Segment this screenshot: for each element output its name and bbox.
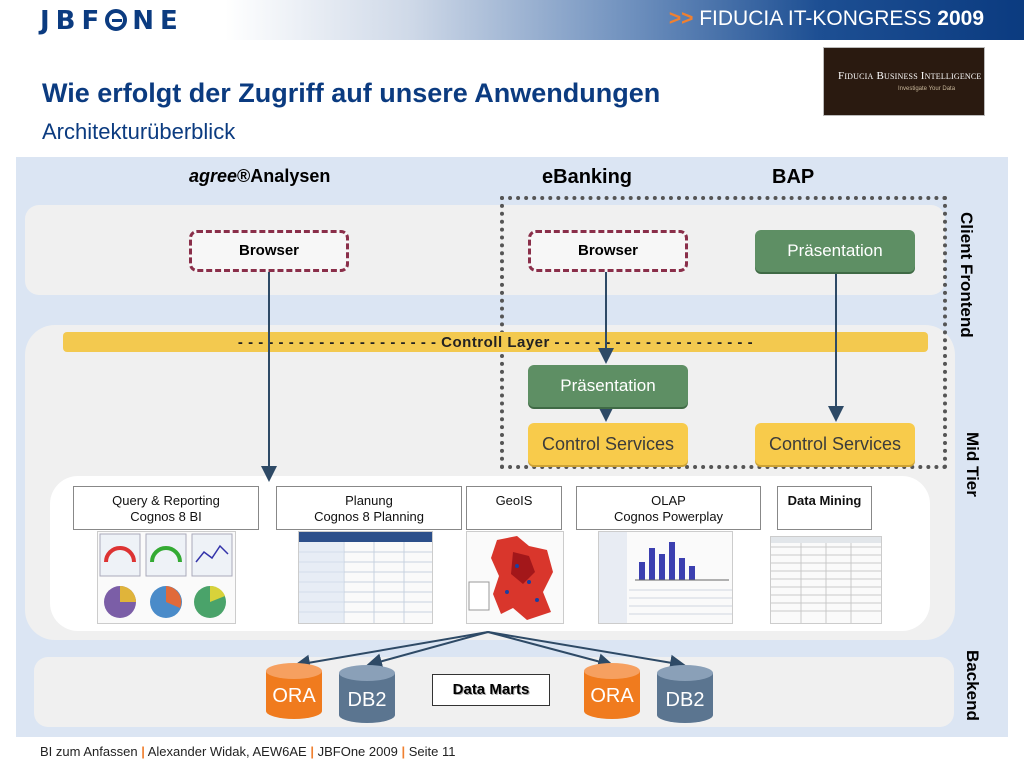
tool-label-line2: Cognos Powerplay xyxy=(613,509,724,524)
tool-data-mining: Data Mining xyxy=(777,486,872,530)
arrow-to-ora-1 xyxy=(294,631,489,671)
geois-map-screenshot xyxy=(466,531,564,624)
planung-screenshot xyxy=(298,531,433,624)
dashboard-thumbnail xyxy=(99,533,233,618)
browser-box-ebanking: Browser xyxy=(528,230,688,272)
db2-cylinder-1 xyxy=(339,665,395,723)
tier-label-backend: Backend xyxy=(963,650,982,721)
tool-label-line1: Planung xyxy=(345,493,393,508)
fbi-logo-text: Fiducia Business Intelligence xyxy=(838,70,982,82)
query-reporting-screenshot xyxy=(97,531,236,624)
praesentation-box-bap: Präsentation xyxy=(755,230,915,272)
arrow-to-db2-2 xyxy=(487,631,686,671)
logo-o-glyph xyxy=(105,9,128,31)
footer-page: Seite 11 xyxy=(408,744,456,759)
control-services-box-ebanking: Control Services xyxy=(528,423,688,465)
data-mining-table-thumbnail xyxy=(771,537,881,623)
tool-label-line2: Cognos 8 Planning xyxy=(314,509,424,524)
data-marts-label: Data Marts xyxy=(432,674,550,706)
ora-cylinder-1 xyxy=(266,663,322,719)
page-title: Wie erfolgt der Zugriff auf unsere Anwen… xyxy=(42,78,661,108)
tool-label-line1: OLAP xyxy=(651,493,686,508)
footer-event: JBFOne 2009 xyxy=(317,744,398,759)
congress-arrows: >> xyxy=(668,7,694,30)
ora-cylinder-2 xyxy=(584,663,640,719)
tool-olap: OLAP Cognos Powerplay xyxy=(576,486,761,530)
map-thumbnail xyxy=(468,536,553,620)
tier-label-client: Client Frontend xyxy=(957,212,976,338)
footer-separator: | xyxy=(141,744,145,759)
section-bap: BAP xyxy=(772,166,815,188)
ora-label-2: ORA xyxy=(590,685,634,707)
fbi-logo-tagline: Investigate Your Data xyxy=(898,86,956,92)
tool-label-line1: Data Mining xyxy=(787,493,862,508)
controll-layer-bar: - - - - - - - - - - - - - - - - - - - - … xyxy=(63,332,928,352)
footer: BI zum Anfassen | Alexander Widak, AEW6A… xyxy=(40,744,455,759)
tool-label-line1: GeoIS xyxy=(495,493,533,508)
agree-italic: agree xyxy=(189,166,238,186)
db2-label-2: DB2 xyxy=(665,689,705,711)
control-services-box-bap: Control Services xyxy=(755,423,915,465)
tool-label-line2: Cognos 8 BI xyxy=(130,509,202,524)
fiducia-bi-logo: Fiducia Business Intelligence Investigat… xyxy=(824,48,984,115)
olap-screenshot xyxy=(598,531,733,624)
praesentation-box-ebanking: Präsentation xyxy=(528,365,688,407)
browser-box-agree: Browser xyxy=(189,230,349,272)
tier-label-mid: Mid Tier xyxy=(963,432,982,497)
db2-label-1: DB2 xyxy=(347,689,387,711)
congress-text: FIDUCIA IT-KONGRESS xyxy=(699,7,932,30)
data-mining-screenshot xyxy=(770,536,882,624)
olap-thumbnail xyxy=(599,532,732,623)
tool-geois: GeoIS xyxy=(466,486,562,530)
agree-rest: ®Analysen xyxy=(237,166,331,186)
congress-year: 2009 xyxy=(937,7,984,30)
footer-separator: | xyxy=(401,744,406,759)
tool-query-reporting: Query & Reporting Cognos 8 BI xyxy=(73,486,259,530)
footer-author: Alexander Widak, AEW6AE xyxy=(147,744,307,759)
arrow-to-db2-1 xyxy=(366,631,489,670)
footer-separator: | xyxy=(310,744,314,759)
tool-planung: Planung Cognos 8 Planning xyxy=(276,486,462,530)
section-agree-analysen: agree®Analysen xyxy=(189,166,330,187)
planning-grid-thumbnail xyxy=(299,532,432,623)
ora-label-1: ORA xyxy=(272,685,316,707)
header-bar xyxy=(0,0,1024,40)
page-subtitle: Architekturüberblick xyxy=(42,119,236,144)
db2-cylinder-2 xyxy=(657,665,713,723)
footer-topic: BI zum Anfassen xyxy=(40,744,138,759)
congress-banner: >> FIDUCIA IT-KONGRESS 2009 xyxy=(669,7,984,31)
section-ebanking: eBanking xyxy=(542,166,633,188)
arrow-to-ora-2 xyxy=(487,631,614,670)
tool-label-line1: Query & Reporting xyxy=(112,493,220,508)
